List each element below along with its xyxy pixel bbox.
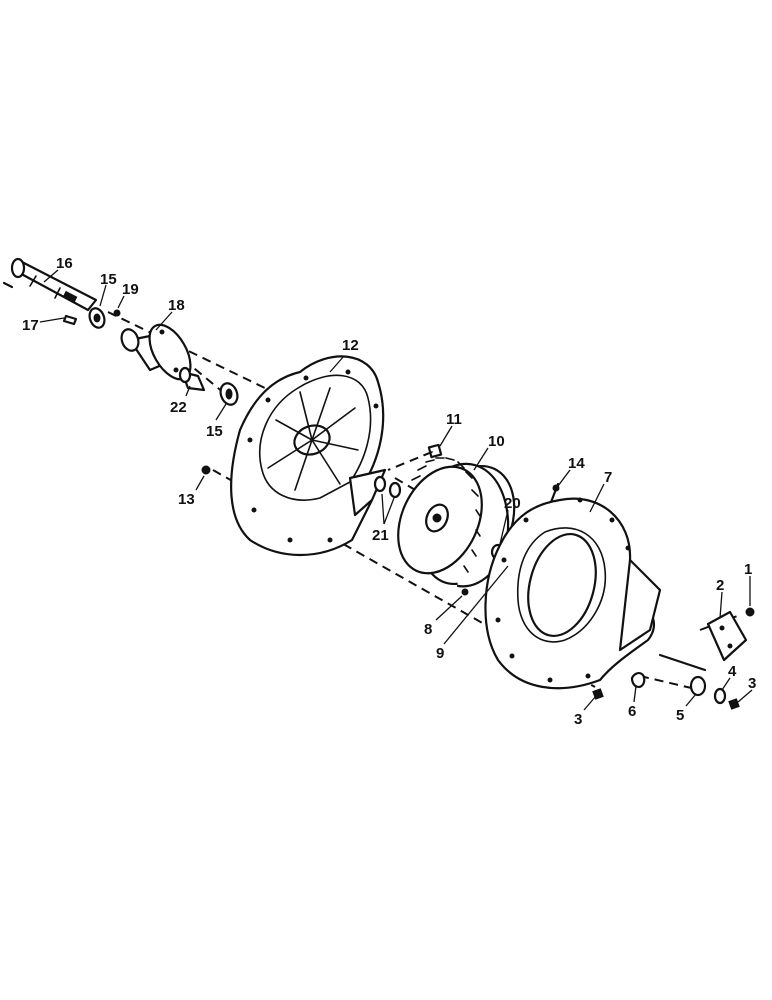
bolt-icon [728, 698, 740, 710]
callout-4: 4 [728, 663, 737, 680]
callout-3-lower-right: 3 [748, 675, 756, 692]
bearing-icon [88, 307, 106, 329]
callout-15-upper: 15 [100, 271, 117, 288]
callout-1: 1 [744, 561, 752, 578]
callout-21: 21 [372, 527, 389, 544]
bracket-plate-icon [706, 610, 748, 662]
callout-18: 18 [168, 297, 185, 314]
callout-5: 5 [676, 707, 684, 724]
washer-icon [373, 475, 402, 499]
impeller-blades [411, 457, 481, 573]
bolt-icon [423, 443, 443, 459]
fan-impeller-icon [397, 457, 516, 588]
callout-20: 20 [504, 495, 521, 512]
drive-shaft-icon [10, 257, 98, 312]
washer-icon [713, 687, 727, 705]
callout-14: 14 [568, 455, 585, 472]
callout-13: 13 [178, 491, 195, 508]
callout-12: 12 [342, 337, 359, 354]
bearing-housing-icon [120, 323, 192, 381]
set-screw-icon [461, 588, 469, 596]
callout-17: 17 [22, 317, 39, 334]
callout-3-lower-left: 3 [574, 711, 582, 728]
callout-15-lower: 15 [206, 423, 223, 440]
front-housing-cover-icon [484, 497, 662, 690]
callout-8: 8 [424, 621, 432, 638]
bearing-icon [219, 382, 239, 406]
callout-2: 2 [716, 577, 724, 594]
callout-11: 11 [446, 411, 462, 428]
callout-6: 6 [628, 703, 636, 720]
nut-icon [201, 465, 211, 475]
callout-22: 22 [170, 399, 187, 416]
spacer-icon [178, 366, 206, 392]
callout-9: 9 [436, 645, 444, 662]
rear-plate-spokes [267, 387, 359, 491]
rod-icon [658, 653, 707, 697]
callout-10: 10 [488, 433, 505, 450]
callout-labels: 16 17 15 19 18 22 15 12 11 10 13 21 14 7… [22, 255, 756, 728]
shaft-key-icon [2, 281, 78, 326]
set-screw-icon [113, 309, 121, 317]
leader-lines [39, 269, 753, 711]
nut-icon [745, 607, 755, 617]
clip-icon [630, 672, 646, 688]
callout-16: 16 [56, 255, 73, 272]
callout-7: 7 [604, 469, 612, 486]
rear-housing-plate-icon [230, 355, 387, 556]
callout-19: 19 [122, 281, 139, 298]
